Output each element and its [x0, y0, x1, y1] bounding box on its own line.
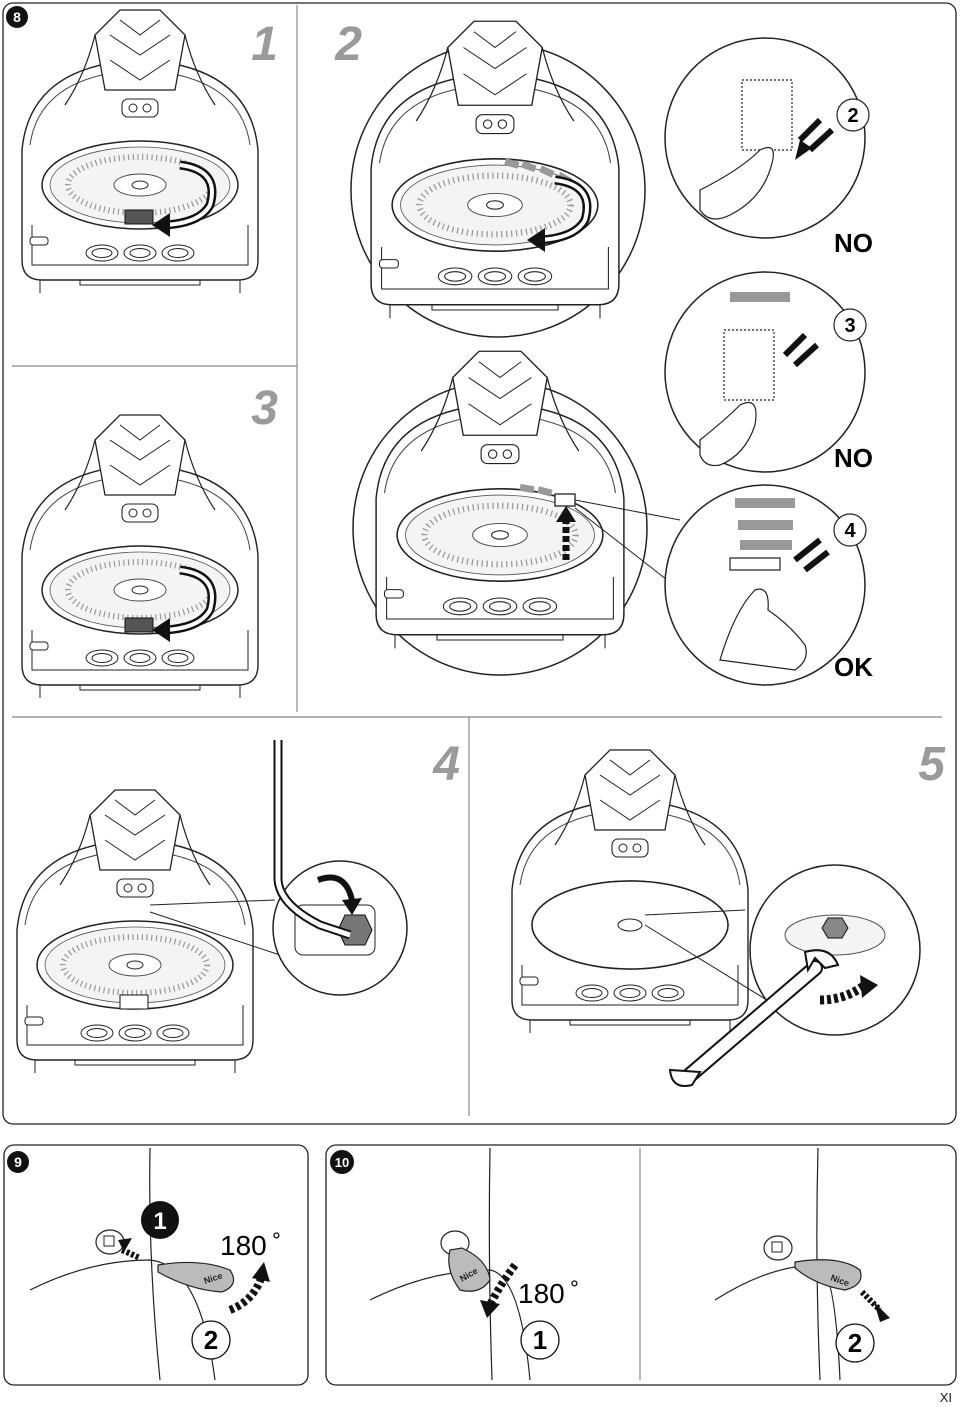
detail-2-number: 2: [847, 105, 858, 127]
figure-10-step-2-badge: [835, 1323, 875, 1363]
hand-icon: [699, 146, 774, 220]
hand-icon: [719, 588, 807, 671]
disc-marker: [124, 617, 154, 633]
step-number-1: 1: [251, 18, 278, 71]
detail-2-number-circle: [836, 98, 870, 132]
detail-3-card: [723, 329, 775, 401]
detail-4-zoom-circle: [664, 484, 866, 686]
detail-4-number: 4: [844, 520, 856, 542]
detail-3-verdict: NO: [834, 443, 873, 473]
push-arrow-icon: [793, 537, 830, 573]
rotate-arrow-icon: [486, 1262, 519, 1307]
push-arrow-icon: [797, 117, 835, 153]
figure-10-step-1-badge: [520, 1320, 560, 1360]
push-arrow-icon: [782, 332, 820, 368]
figure-9-angle: 180: [220, 1230, 267, 1261]
figure-10-step-1: 1: [533, 1325, 547, 1355]
figure-10: 10 Nice 180 ° 1 Nice 2: [325, 1144, 957, 1386]
step-3-zoom-illustration: 3 NO 4 OK: [352, 271, 873, 686]
figure-9-degree: °: [272, 1228, 281, 1253]
step-3-illustration: [22, 415, 258, 698]
figure-9-step-2-badge: [191, 1320, 231, 1360]
detail-4-card: [729, 557, 781, 571]
key-icon: [448, 1247, 491, 1292]
figure-9-step-2: 2: [204, 1325, 218, 1355]
detail-3-number: 3: [844, 315, 855, 337]
figure-9-step-1: 1: [153, 1208, 166, 1235]
figure-9-badge-icon: [7, 1151, 29, 1173]
step-5-illustration: [512, 750, 921, 1087]
hand-icon: [699, 401, 757, 467]
step-4-illustration: [17, 740, 408, 1073]
figure-10-degree: °: [570, 1276, 579, 1301]
figure-8-badge: 8: [13, 9, 21, 25]
step-number-4: 4: [432, 738, 460, 791]
figure-8: 8 1 2 3 4 5: [2, 2, 957, 1125]
figure-9: 9 Nice 1 180 ° 2: [3, 1144, 309, 1386]
step-2-illustration: 2 NO: [350, 21, 873, 338]
step-1-illustration: [22, 10, 258, 293]
figure-9-frame: [3, 1144, 309, 1386]
figure-10-angle: 180: [518, 1278, 565, 1309]
step-number-3: 3: [251, 382, 278, 435]
detail-4-number-circle: [833, 513, 867, 547]
figure-9-step-1-badge: [141, 1201, 179, 1239]
detail-2-card: [741, 79, 793, 151]
figure-10-badge-icon: [330, 1150, 354, 1174]
figure-9-badge: 9: [14, 1154, 22, 1170]
figure-10-frame: [325, 1144, 957, 1386]
step-number-5: 5: [918, 738, 946, 791]
key-icon: [794, 1259, 862, 1291]
figure-8-badge-icon: [6, 6, 28, 28]
disc-marker: [124, 209, 154, 225]
detail-3-number-circle: [833, 308, 867, 342]
detail-2-verdict: NO: [834, 228, 873, 258]
step-number-2: 2: [334, 18, 362, 71]
key-icon: [157, 1261, 235, 1293]
detail-4-verdict: OK: [834, 652, 873, 682]
disc-marker: [119, 994, 149, 1010]
page-number: XI: [939, 1390, 952, 1405]
figure-10-badge: 10: [335, 1155, 349, 1170]
rotate-arrow-icon: [316, 874, 355, 901]
insert-arrow-icon: [120, 1247, 142, 1261]
figure-10-step-2: 2: [848, 1328, 862, 1358]
